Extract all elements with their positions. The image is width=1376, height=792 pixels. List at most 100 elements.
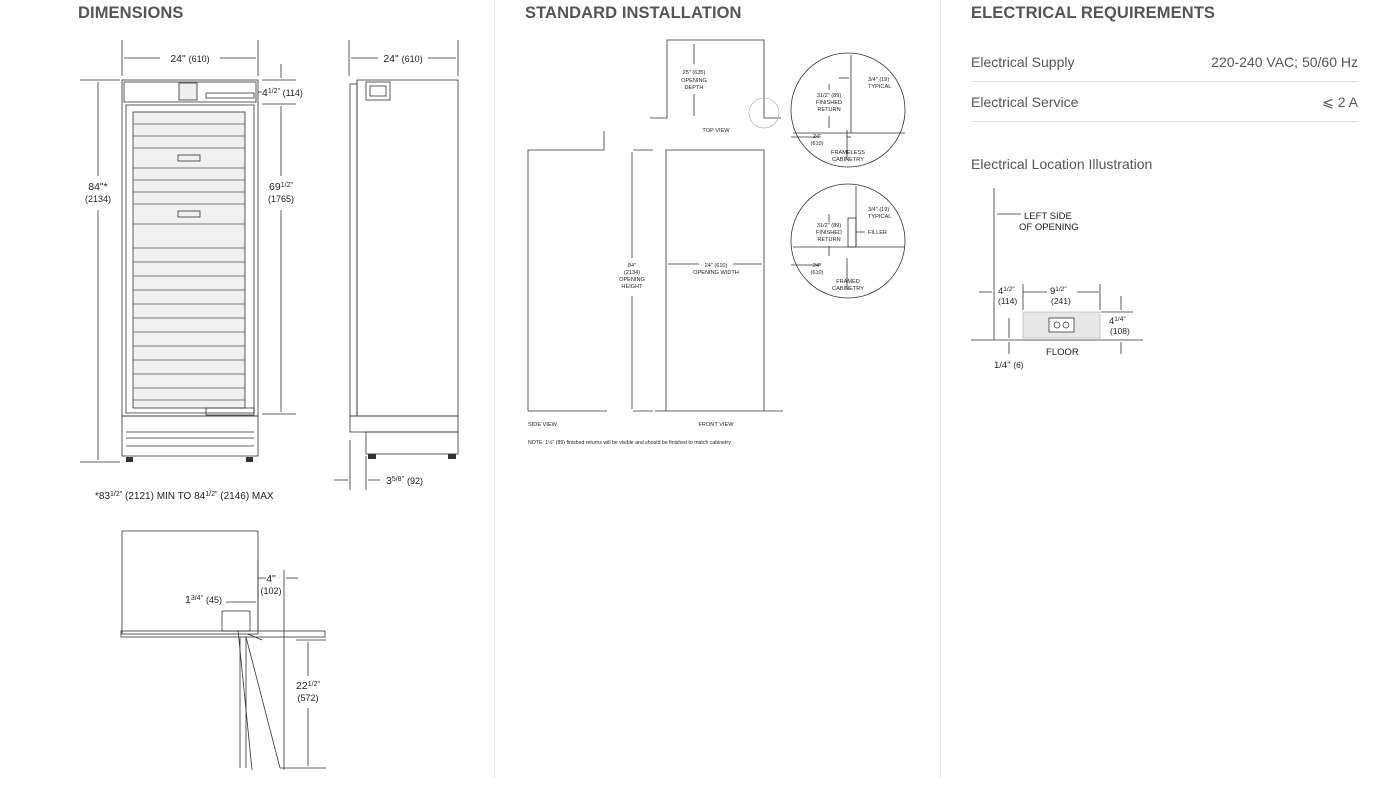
electrical-supply-row: Electrical Supply 220-240 VAC; 50/60 Hz <box>971 41 1358 82</box>
swing-frac: 1/2" <box>308 681 321 688</box>
width-num: 9 <box>1050 286 1055 297</box>
door-height-mm: (1765) <box>268 194 294 204</box>
svg-text:41/2": 41/2" <box>998 286 1015 297</box>
opening-depth-l1: OPENING <box>681 78 707 84</box>
opening-depth-l2: DEPTH <box>685 85 704 91</box>
floor-label: FLOOR <box>1046 347 1079 358</box>
electrical-service-label: Electrical Service <box>971 94 1079 110</box>
side-depth-mm: (610) <box>402 54 423 64</box>
column-divider <box>494 0 495 778</box>
svg-text:91/2": 91/2" <box>1050 286 1067 297</box>
svg-text:41/4": 41/4" <box>1109 316 1126 327</box>
installation-drawing: 25" (635) OPENING DEPTH TOP VIEW 84" (21… <box>527 39 906 446</box>
footnote-frac1: 1/2" <box>110 491 123 498</box>
door-height-frac: 1/2" <box>281 182 294 189</box>
framed-return-2: FINISHED <box>816 230 842 236</box>
framed-width: 24" <box>813 263 821 269</box>
svg-text:24" (610): 24" (610) <box>383 53 422 65</box>
framed-filler: FILLER <box>868 230 887 236</box>
frameless-width: 24" <box>813 134 821 140</box>
electrical-service-value: ⩽ 2 A <box>1322 94 1358 110</box>
electrical-service-row: Electrical Service ⩽ 2 A <box>971 81 1358 122</box>
footnote-frac2: 1/2" <box>205 491 218 498</box>
electrical-section: ELECTRICAL REQUIREMENTS Electrical Suppl… <box>941 0 1376 792</box>
door-offset-num: 3 <box>386 475 392 487</box>
door-offset-frac: 5/8" <box>392 476 405 483</box>
front-view-drawing: 24" (610) 41/2" (114) 84"* (2134) 691/2"… <box>80 40 459 771</box>
door-height-num: 69 <box>269 181 281 193</box>
width-frac: 1/2" <box>1055 286 1067 293</box>
framed-label-1: FRAMED <box>836 279 860 285</box>
electrical-title: ELECTRICAL REQUIREMENTS <box>971 4 1216 22</box>
opening-height-4: HEIGHT <box>621 284 643 290</box>
opening-height-2: (2134) <box>624 270 640 276</box>
framed-typical-2: TYPICAL <box>868 214 891 220</box>
top-clearance-mm: (102) <box>260 586 281 596</box>
height-frac: 1/4" <box>1114 316 1126 323</box>
left-side-2: OF OPENING <box>1019 222 1079 233</box>
installation-section: STANDARD INSTALLATION <box>495 0 940 792</box>
illustration-title: Electrical Location Illustration <box>971 156 1153 172</box>
frameless-return-2: FINISHED <box>816 100 842 106</box>
hinge-mm: (45) <box>206 595 222 605</box>
door-offset-mm: (92) <box>407 476 423 486</box>
frameless-typical: 3/4" (19) <box>868 77 889 83</box>
hinge-frac: 3/4" <box>191 595 204 602</box>
front-width: 24" <box>170 53 186 65</box>
left-side-1: LEFT SIDE <box>1024 211 1072 222</box>
svg-text:24" (610): 24" (610) <box>170 53 209 65</box>
left-dim-mm: (114) <box>998 296 1017 306</box>
frameless-label-2: CABINETRY <box>832 157 864 163</box>
opening-width-2: OPENING WIDTH <box>693 270 739 276</box>
front-width-mm: (610) <box>189 54 210 64</box>
frameless-return-3: RETURN <box>817 107 840 113</box>
framed-return-3: RETURN <box>817 237 840 243</box>
opening-width-1: 24" (610) <box>705 263 728 269</box>
top-height-mm: (114) <box>283 88 303 98</box>
front-view-label: FRONT VIEW <box>698 422 734 428</box>
height-mm: (108) <box>1110 326 1130 336</box>
svg-text:1/4" (6): 1/4" (6) <box>994 360 1024 371</box>
opening-depth: 25" (635) <box>683 70 706 76</box>
side-view-label: SIDE VIEW <box>528 422 558 428</box>
svg-text:41/2" (114): 41/2" (114) <box>262 87 303 99</box>
bottom-num: 1/4" <box>994 360 1011 371</box>
electrical-location-illustration: LEFT SIDE OF OPENING 41/2" (114) 91/2" (… <box>971 188 1143 371</box>
footnote-suffix: (2146) MAX <box>220 491 274 502</box>
framed-width-mm: (610) <box>810 270 823 276</box>
overall-height-mm: (2134) <box>85 194 111 204</box>
electrical-supply-label: Electrical Supply <box>971 54 1075 70</box>
opening-height-1: 84" <box>628 263 636 269</box>
top-height-frac: 1/2" <box>268 88 281 95</box>
dimensions-title: DIMENSIONS <box>78 4 184 22</box>
footnote-prefix: *83 <box>95 491 110 502</box>
overall-height: 84"* <box>88 181 108 193</box>
left-dim-frac: 1/2" <box>1003 286 1015 293</box>
bottom-mm: (6) <box>1013 360 1024 370</box>
width-mm: (241) <box>1051 296 1071 306</box>
electrical-supply-value: 220-240 VAC; 50/60 Hz <box>1211 54 1358 70</box>
frameless-width-mm: (610) <box>810 141 823 147</box>
swing-num: 22 <box>296 680 308 692</box>
frameless-typical-2: TYPICAL <box>868 84 891 90</box>
installation-note: NOTE: 1½" (89) finished returns will be … <box>528 439 731 446</box>
svg-text:13/4" (45): 13/4" (45) <box>185 594 222 606</box>
svg-text:*831/2" (2121) MIN TO 841/2" (: *831/2" (2121) MIN TO 841/2" (2146) MAX <box>95 491 274 502</box>
svg-text:35/8" (92): 35/8" (92) <box>386 475 423 487</box>
svg-text:221/2": 221/2" <box>296 680 320 692</box>
top-height-num: 4 <box>262 87 268 99</box>
dimensions-section: DIMENSIONS <box>0 0 494 792</box>
height-num: 4 <box>1109 316 1114 327</box>
top-view-label: TOP VIEW <box>702 128 730 134</box>
frameless-label-1: FRAMELESS <box>831 150 865 156</box>
footnote-mid: (2121) MIN TO 84 <box>125 491 206 502</box>
framed-label-2: CABINETRY <box>832 286 864 292</box>
framed-return: 31/2" (89) <box>817 223 842 229</box>
side-depth: 24" <box>383 53 399 65</box>
opening-height-3: OPENING <box>619 277 645 283</box>
left-dim-num: 4 <box>998 286 1003 297</box>
installation-title: STANDARD INSTALLATION <box>525 4 742 22</box>
column-divider <box>940 0 941 778</box>
frameless-return: 31/2" (89) <box>817 93 842 99</box>
framed-typical: 3/4" (19) <box>868 207 889 213</box>
